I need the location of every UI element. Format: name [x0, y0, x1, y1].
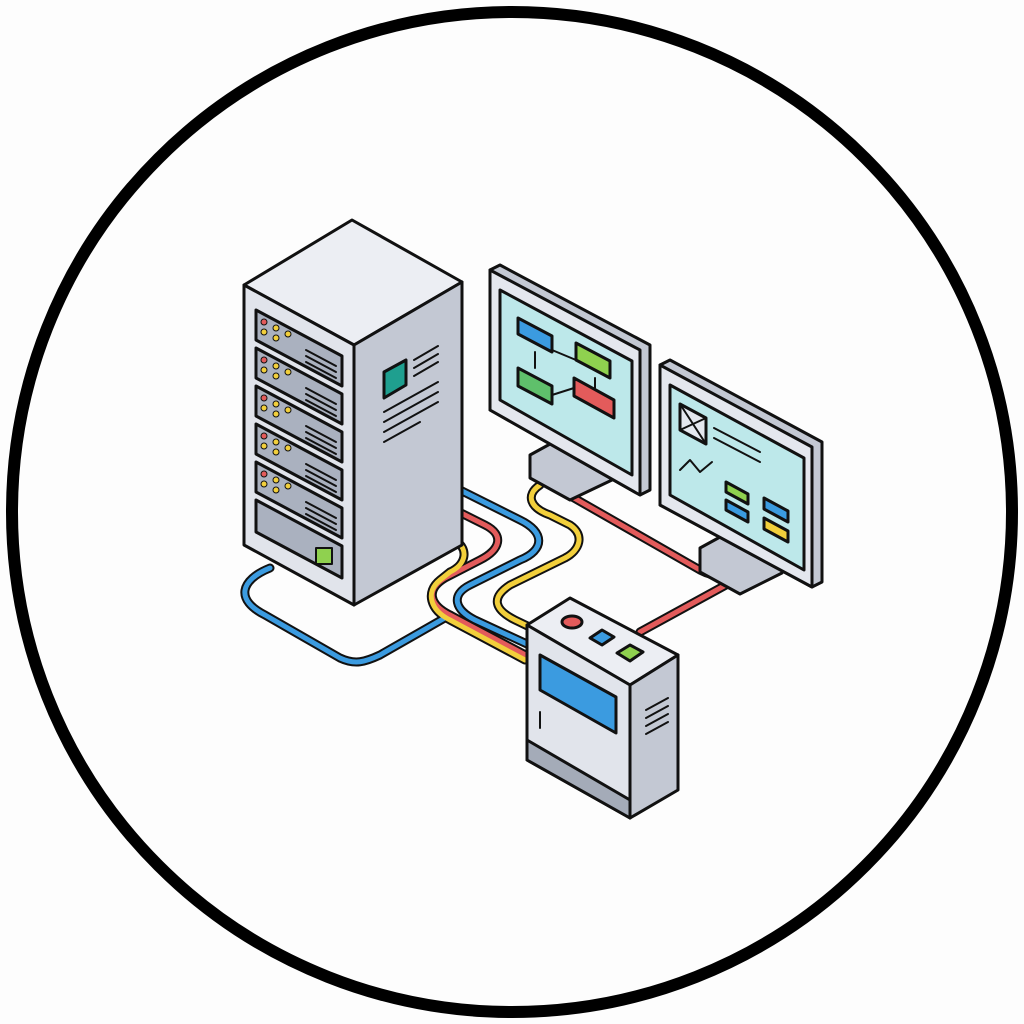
status-panel [382, 358, 408, 400]
network-cable-icon [240, 475, 740, 667]
monitor-dashboard-icon [658, 358, 824, 596]
red-button [560, 614, 584, 630]
blue-button [588, 628, 616, 647]
display-screen [538, 653, 618, 735]
monitor-flowchart-icon [488, 263, 652, 502]
green-button [615, 643, 645, 663]
rack-units [254, 308, 344, 580]
server-tower-icon [242, 218, 464, 607]
control-box-icon [525, 596, 680, 820]
